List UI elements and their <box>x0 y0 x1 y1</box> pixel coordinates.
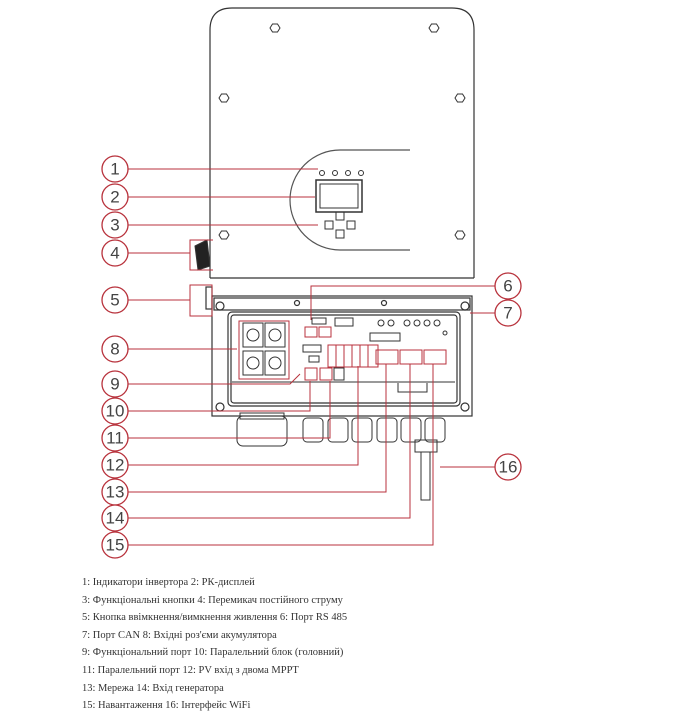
inverter-diagram: 1 2 3 4 5 6 7 8 9 10 11 12 13 14 15 16 <box>101 7 522 559</box>
svg-text:9: 9 <box>110 375 119 394</box>
svg-text:11: 11 <box>106 429 124 448</box>
svg-text:13: 13 <box>106 483 125 502</box>
callout-11: 11 <box>101 424 129 452</box>
svg-text:4: 4 <box>110 244 119 263</box>
cable-glands <box>236 412 446 447</box>
callout-8: 8 <box>101 335 129 363</box>
svg-text:1: 1 <box>110 160 119 179</box>
callout-3: 3 <box>101 211 129 239</box>
legend-line: 1: Індикатори інвертора 2: РК-дисплей <box>82 577 255 588</box>
callout-badges: 1 2 3 4 5 6 7 8 9 10 11 12 13 14 15 16 <box>101 155 522 559</box>
legend: 1: Індикатори інвертора 2: РК-дисплей 3:… <box>82 574 347 715</box>
svg-text:2: 2 <box>110 188 119 207</box>
legend-line: 5: Кнопка ввімкнення/вимкнення живлення … <box>82 612 348 624</box>
svg-text:14: 14 <box>106 509 125 528</box>
svg-text:3: 3 <box>110 216 119 235</box>
wifi-interface[interactable] <box>414 439 438 501</box>
legend-line: 9: Функціональний порт 10: Паралельний б… <box>82 647 344 659</box>
svg-text:7: 7 <box>503 304 512 323</box>
callout-4: 4 <box>101 239 129 267</box>
rs485-can-ports[interactable] <box>304 317 354 338</box>
misc-components <box>232 319 455 393</box>
svg-text:5: 5 <box>110 291 119 310</box>
parallel-ports[interactable] <box>304 367 345 381</box>
svg-text:10: 10 <box>106 402 125 421</box>
hex-bolts <box>218 23 466 240</box>
callout-5: 5 <box>101 286 129 314</box>
callout-2: 2 <box>101 183 129 211</box>
callout-9: 9 <box>101 370 129 398</box>
dc-switch[interactable] <box>194 239 211 271</box>
legend-line: 13: Мережа 14: Вхід генератора <box>82 682 224 694</box>
callout-12: 12 <box>101 451 129 479</box>
callout-7: 7 <box>494 299 522 327</box>
pv-input-terminals[interactable] <box>327 344 379 368</box>
lcd-display <box>315 179 363 213</box>
callout-16: 16 <box>494 453 522 481</box>
ac-terminals[interactable] <box>375 349 447 365</box>
svg-text:8: 8 <box>110 340 119 359</box>
callout-6: 6 <box>494 272 522 300</box>
callout-15: 15 <box>101 531 129 559</box>
function-buttons[interactable] <box>324 211 356 239</box>
svg-text:15: 15 <box>106 536 125 555</box>
legend-line: 7: Порт CAN 8: Вхідні роз'єми акумулятор… <box>82 629 277 641</box>
function-port[interactable] <box>302 344 322 363</box>
svg-text:6: 6 <box>503 277 512 296</box>
callout-10: 10 <box>101 397 129 425</box>
callout-14: 14 <box>101 504 129 532</box>
legend-line: 11: Паралельний порт 12: PV вхід з двома… <box>82 664 299 676</box>
inverter-upper-housing <box>209 7 475 279</box>
svg-text:16: 16 <box>499 458 518 477</box>
svg-text:12: 12 <box>106 456 125 475</box>
callout-1: 1 <box>101 155 129 183</box>
callout-lines <box>128 168 495 546</box>
inverter-indicators <box>319 170 364 176</box>
battery-input-connectors[interactable] <box>238 320 290 380</box>
callout-13: 13 <box>101 478 129 506</box>
legend-line: 3: Функціональні кнопки 4: Перемикач пос… <box>82 594 343 606</box>
